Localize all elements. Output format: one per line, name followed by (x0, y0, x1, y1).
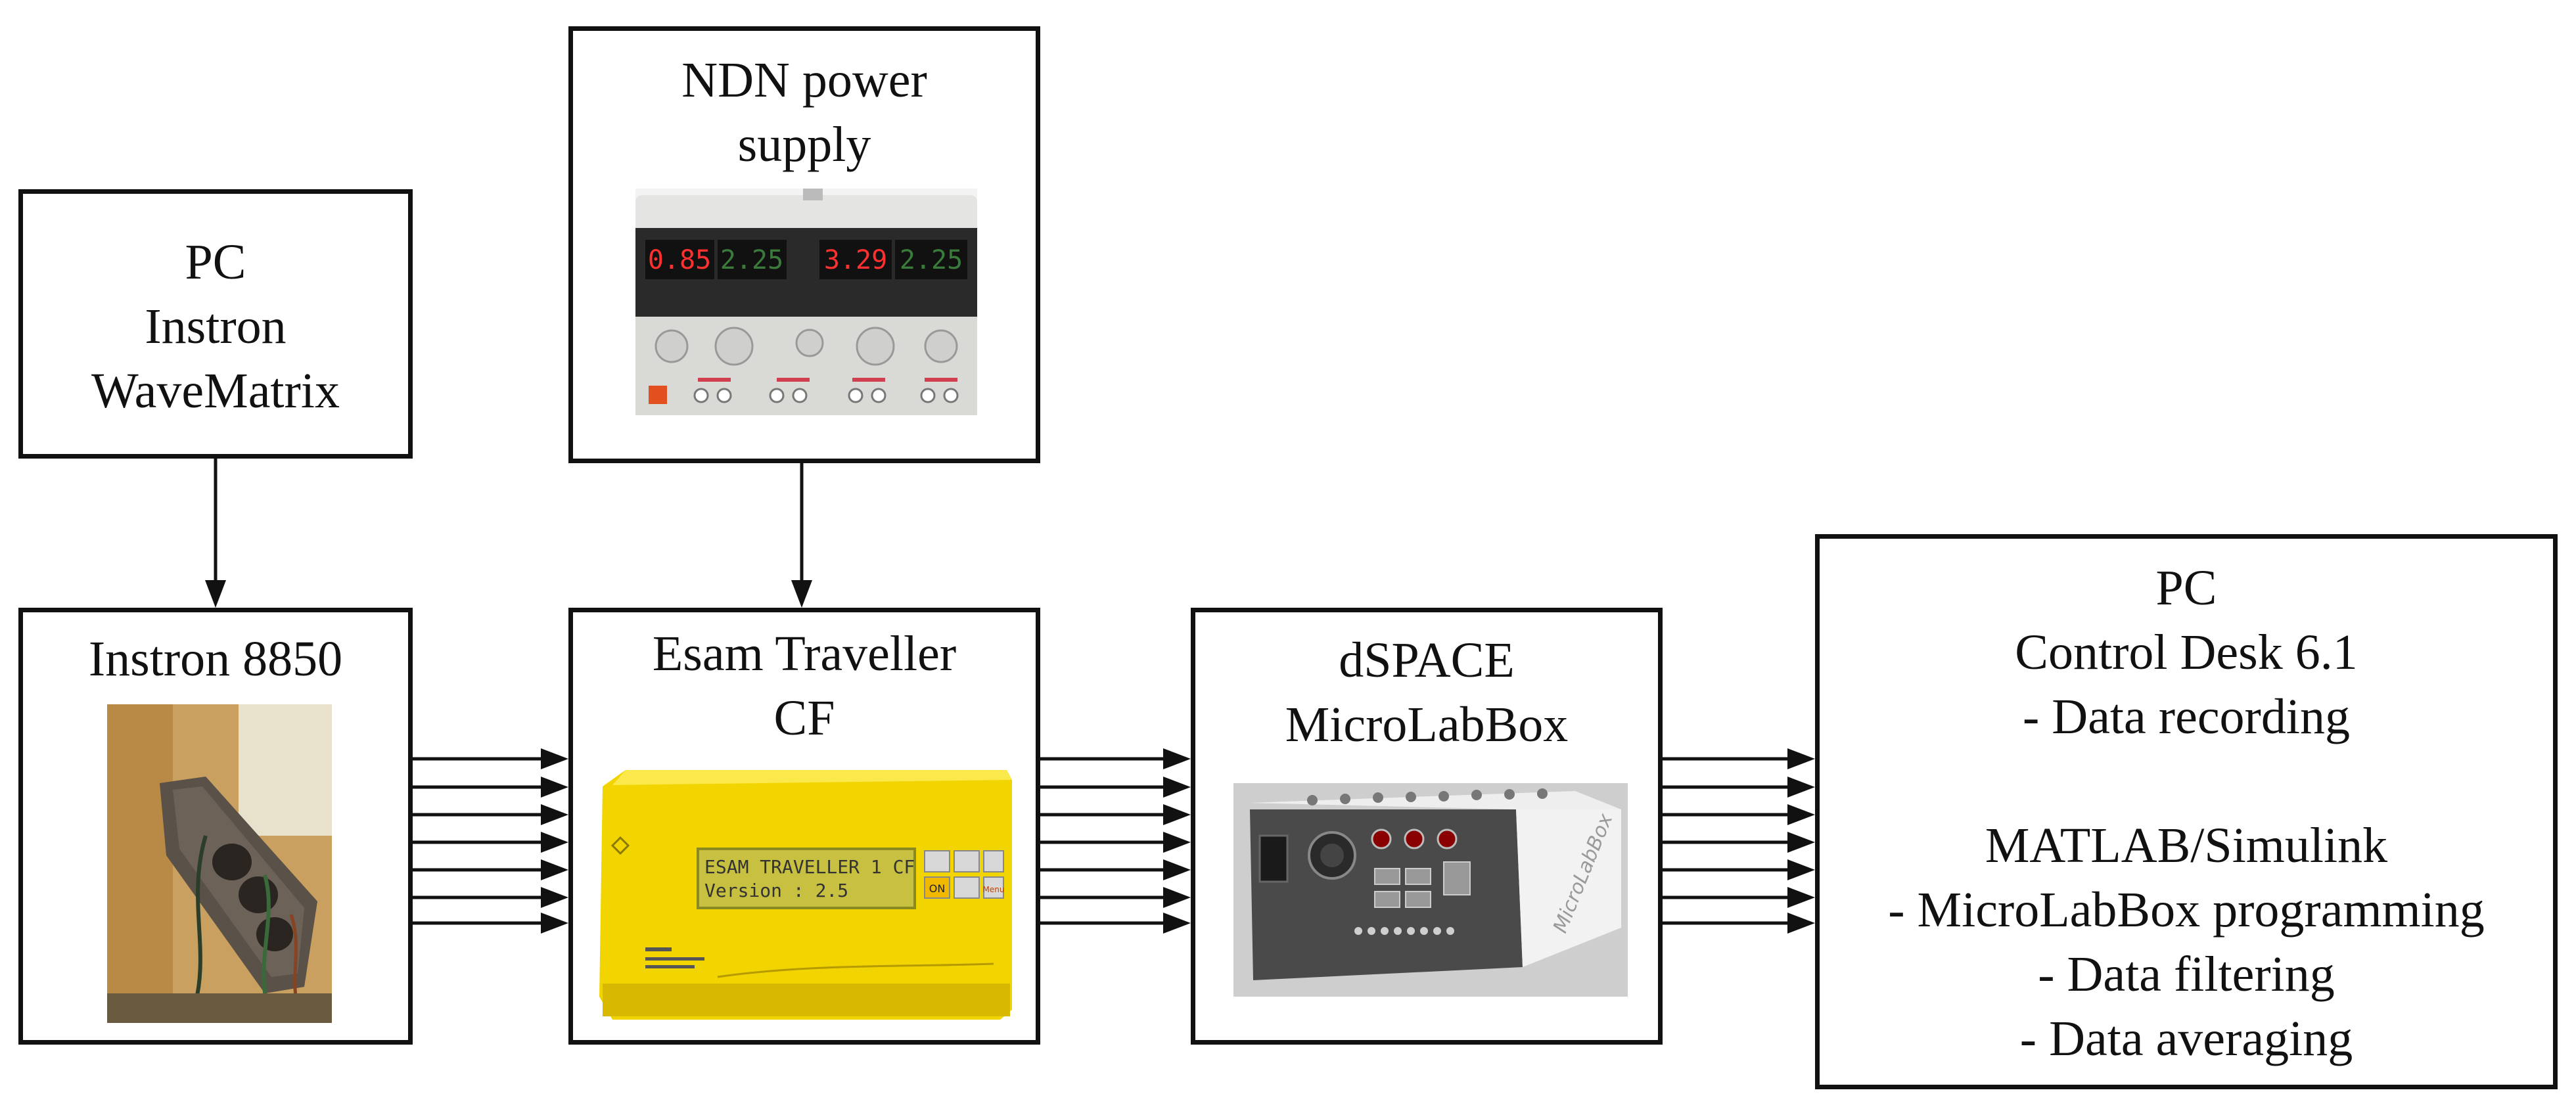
esam-line-1: Esam Traveller (652, 626, 957, 681)
pc-instron-line-1: PC (185, 235, 246, 290)
display-readout-2: 2.25 (720, 245, 783, 275)
bus-arrow-dspace-pc-4-arrowhead (1787, 832, 1815, 853)
arrow-pc-to-instron-arrowhead (205, 580, 226, 608)
bus-arrow-dspace-pc-6-arrowhead (1787, 887, 1815, 908)
power-supply-image: 0.85 2.25 3.29 2.25 (635, 189, 977, 415)
instron-machine-image (107, 704, 332, 1023)
bus-arrow-esam-dspace-2-arrowhead (1163, 777, 1191, 798)
pc-control-line-2: Control Desk 6.1 (2015, 625, 2358, 680)
bus-arrow-esam-dspace-3-arrowhead (1163, 804, 1191, 825)
bus-arrow-dspace-pc-5-arrowhead (1787, 859, 1815, 880)
pc-control-line-3: - Data recording (2023, 689, 2350, 744)
bus-arrow-instron-esam-2-arrowhead (541, 777, 568, 798)
display-readout-4: 2.25 (900, 245, 963, 275)
bus-arrow-instron-esam-1-arrowhead (541, 748, 568, 769)
bus-arrow-esam-dspace-5-arrowhead (1163, 859, 1191, 880)
pc-control-line-7: - Data filtering (2038, 947, 2335, 1002)
arrow-power-to-esam-arrowhead (791, 580, 812, 608)
bus-arrow-instron-esam-5-arrowhead (541, 859, 568, 880)
pc-control-line-8: - Data averaging (2019, 1011, 2353, 1066)
esam-key-menu: Menu (983, 885, 1005, 894)
dspace-line-2: MicroLabBox (1285, 697, 1569, 752)
microlabbox-image: MicroLabBox (1233, 783, 1628, 997)
esam-traveller-image: ESAM TRAVELLER 1 CF Version : 2.5 ON Men… (599, 770, 1012, 1020)
pc-control-line-6: - MicroLabBox programming (1888, 882, 2485, 938)
bus-arrow-instron-esam-4-arrowhead (541, 832, 568, 853)
bus-arrow-instron-esam-7-arrowhead (541, 913, 568, 934)
dspace-line-1: dSPACE (1339, 633, 1515, 688)
lcd-line-1: ESAM TRAVELLER 1 CF (704, 856, 915, 878)
pc-instron-line-2: Instron (145, 299, 287, 354)
bus-arrow-esam-dspace-1-arrowhead (1163, 748, 1191, 769)
display-readout-1: 0.85 (648, 245, 711, 275)
pc-control-line-5: MATLAB/Simulink (1985, 818, 2388, 873)
bus-arrow-dspace-pc-2-arrowhead (1787, 777, 1815, 798)
ndn-power-line-2: supply (737, 117, 871, 172)
esam-traveller-cf-block: Esam Traveller CF ESAM TRAVELLER 1 CF Ve… (568, 608, 1040, 1045)
bus-arrow-dspace-pc-7-arrowhead (1787, 913, 1815, 934)
dspace-microlabbox-block: dSPACE MicroLabBox MicroLabBox (1191, 608, 1663, 1045)
esam-key-on: ON (929, 882, 946, 895)
display-readout-3: 3.29 (824, 245, 887, 275)
bus-arrow-instron-esam-6-arrowhead (541, 887, 568, 908)
lcd-line-2: Version : 2.5 (704, 880, 848, 901)
bus-arrow-dspace-pc-3-arrowhead (1787, 804, 1815, 825)
pc-control-line-1: PC (2155, 560, 2217, 616)
pc-instron-line-3: WaveMatrix (91, 363, 340, 419)
ndn-power-supply-block: NDN power supply 0.85 2.25 3.29 2.25 (568, 26, 1040, 463)
bus-arrow-instron-esam-3-arrowhead (541, 804, 568, 825)
ndn-power-line-1: NDN power (681, 53, 927, 108)
instron-8850-block: Instron 8850 (18, 608, 413, 1045)
bus-arrow-esam-dspace-4-arrowhead (1163, 832, 1191, 853)
instron-8850-label: Instron 8850 (88, 631, 343, 687)
pc-control-desk-block: PC Control Desk 6.1 - Data recording MAT… (1815, 534, 2558, 1089)
esam-line-2: CF (773, 690, 835, 746)
pc-instron-wavematrix-block: PC Instron WaveMatrix (18, 189, 413, 459)
bus-arrow-esam-dspace-6-arrowhead (1163, 887, 1191, 908)
bus-arrow-esam-dspace-7-arrowhead (1163, 913, 1191, 934)
bus-arrow-dspace-pc-1-arrowhead (1787, 748, 1815, 769)
